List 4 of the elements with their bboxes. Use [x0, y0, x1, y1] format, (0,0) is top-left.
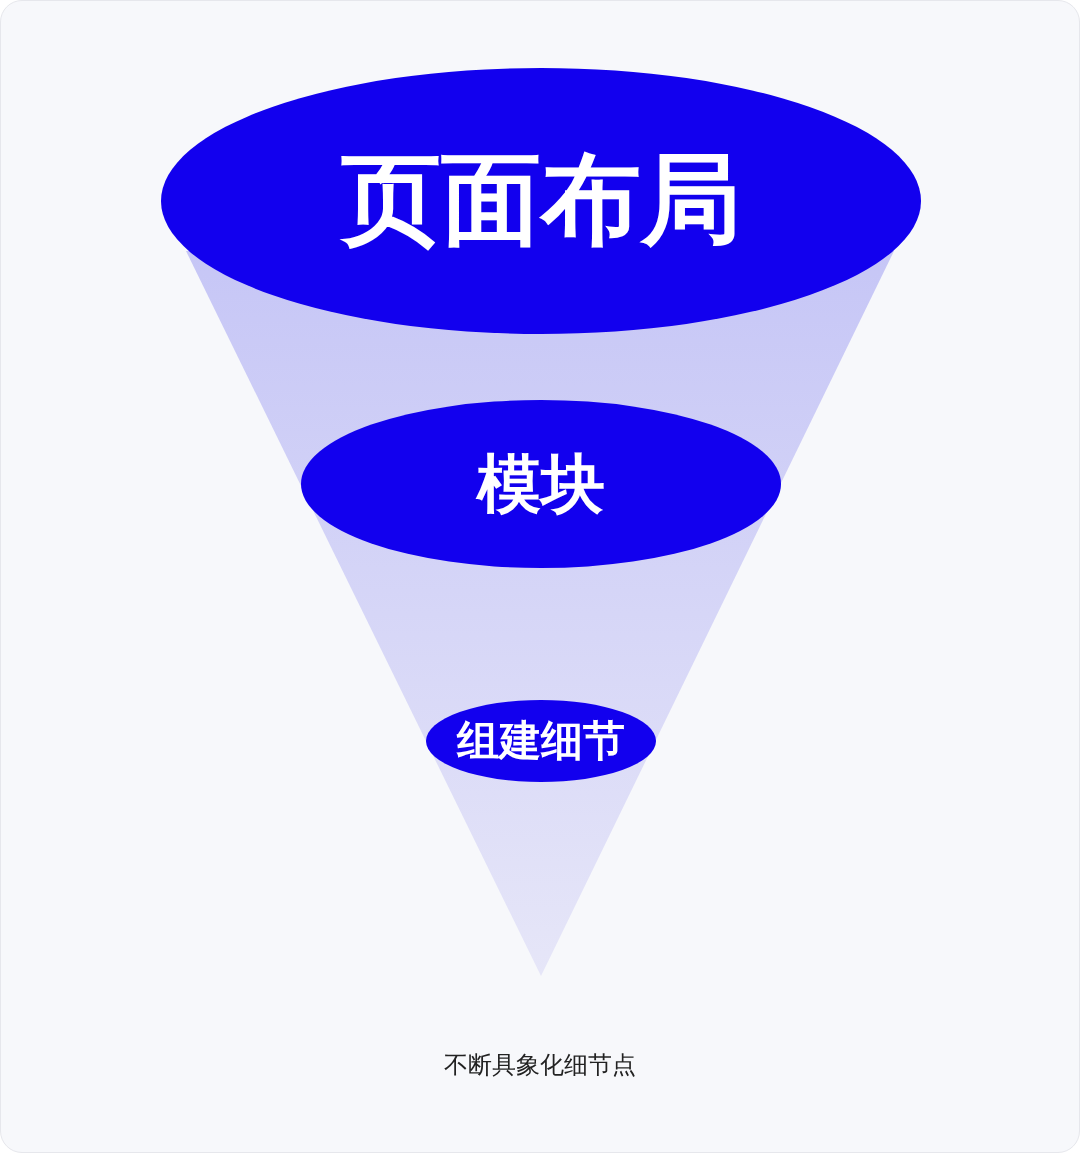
- stage-label: 模块: [477, 445, 605, 523]
- stage-label: 组建细节: [457, 715, 625, 767]
- stage-label: 页面布局: [341, 139, 741, 260]
- caption: 不断具象化细节点: [444, 1051, 636, 1079]
